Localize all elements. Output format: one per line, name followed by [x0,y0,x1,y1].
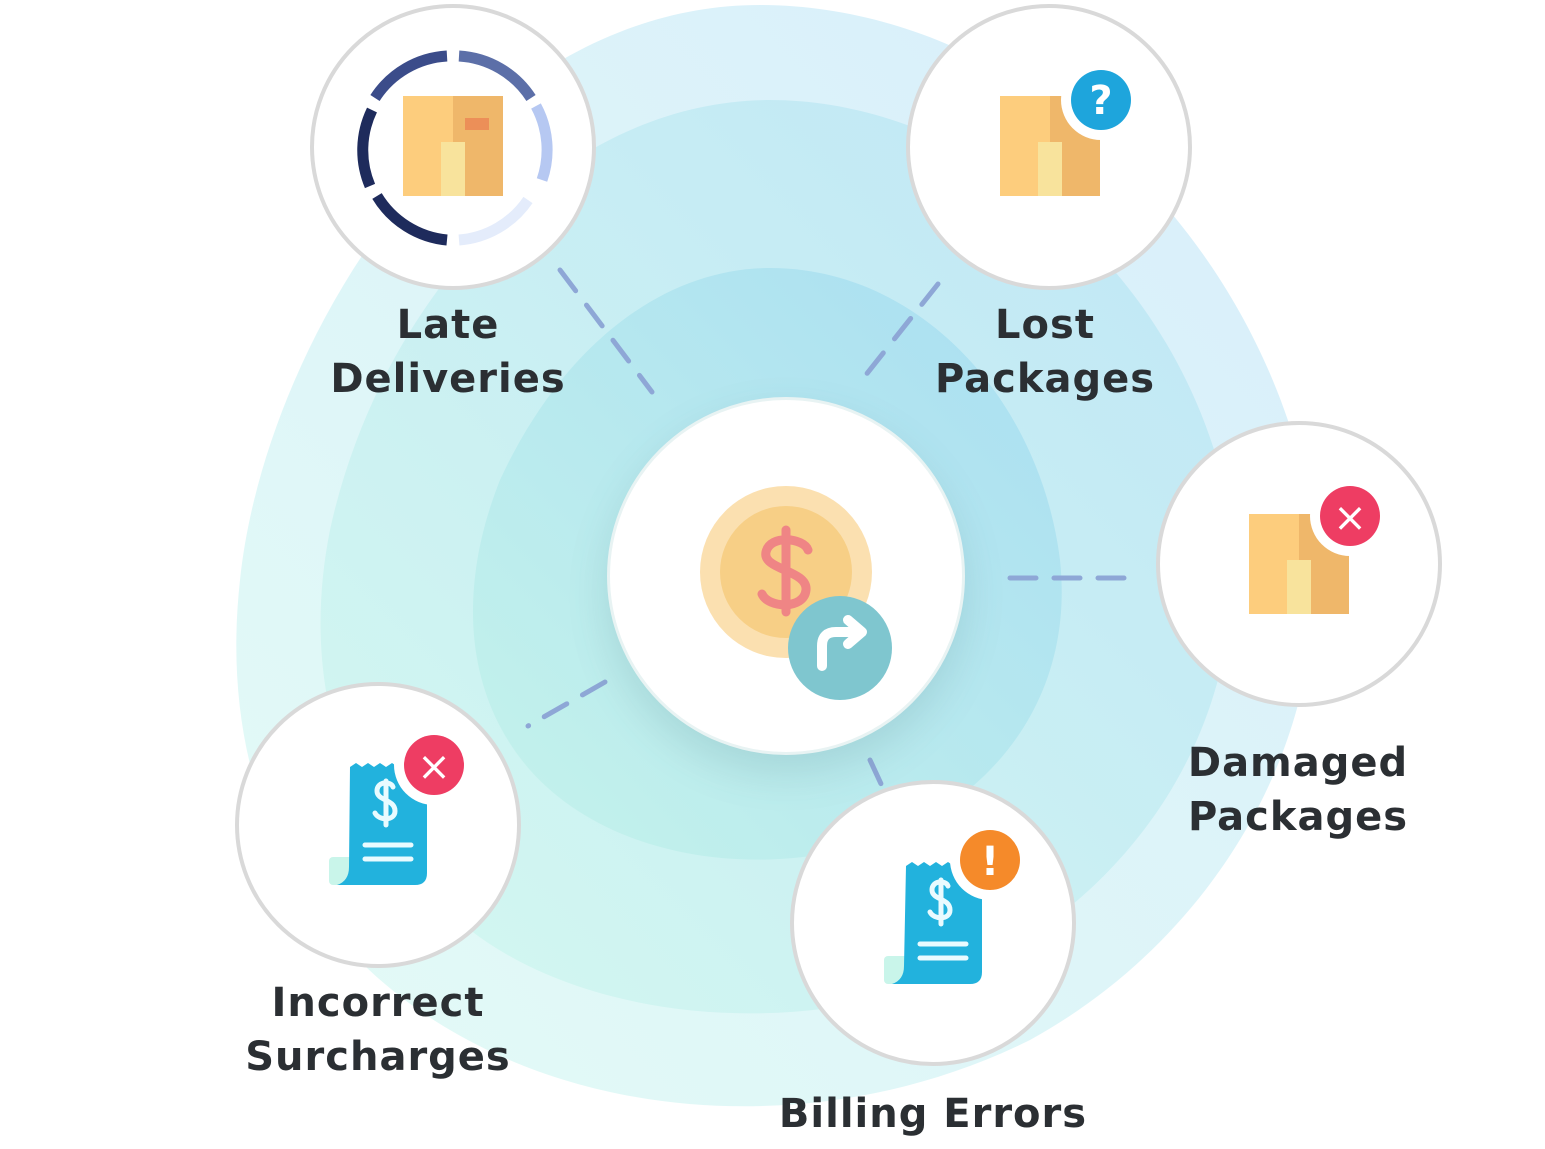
svg-text:!: ! [981,839,999,885]
connector-lost-packages [862,281,941,379]
node-incorrect-surcharges [235,682,521,968]
connector-incorrect-surcharges [525,679,608,729]
svg-text:×: × [417,744,451,790]
svg-text:?: ? [1089,78,1112,124]
center-node [607,397,965,755]
connector-billing-errors [867,757,885,789]
connector-late-deliveries [557,267,655,395]
label-billing-errors: Billing Errors [778,1091,1088,1137]
svg-text:×: × [1333,495,1367,541]
